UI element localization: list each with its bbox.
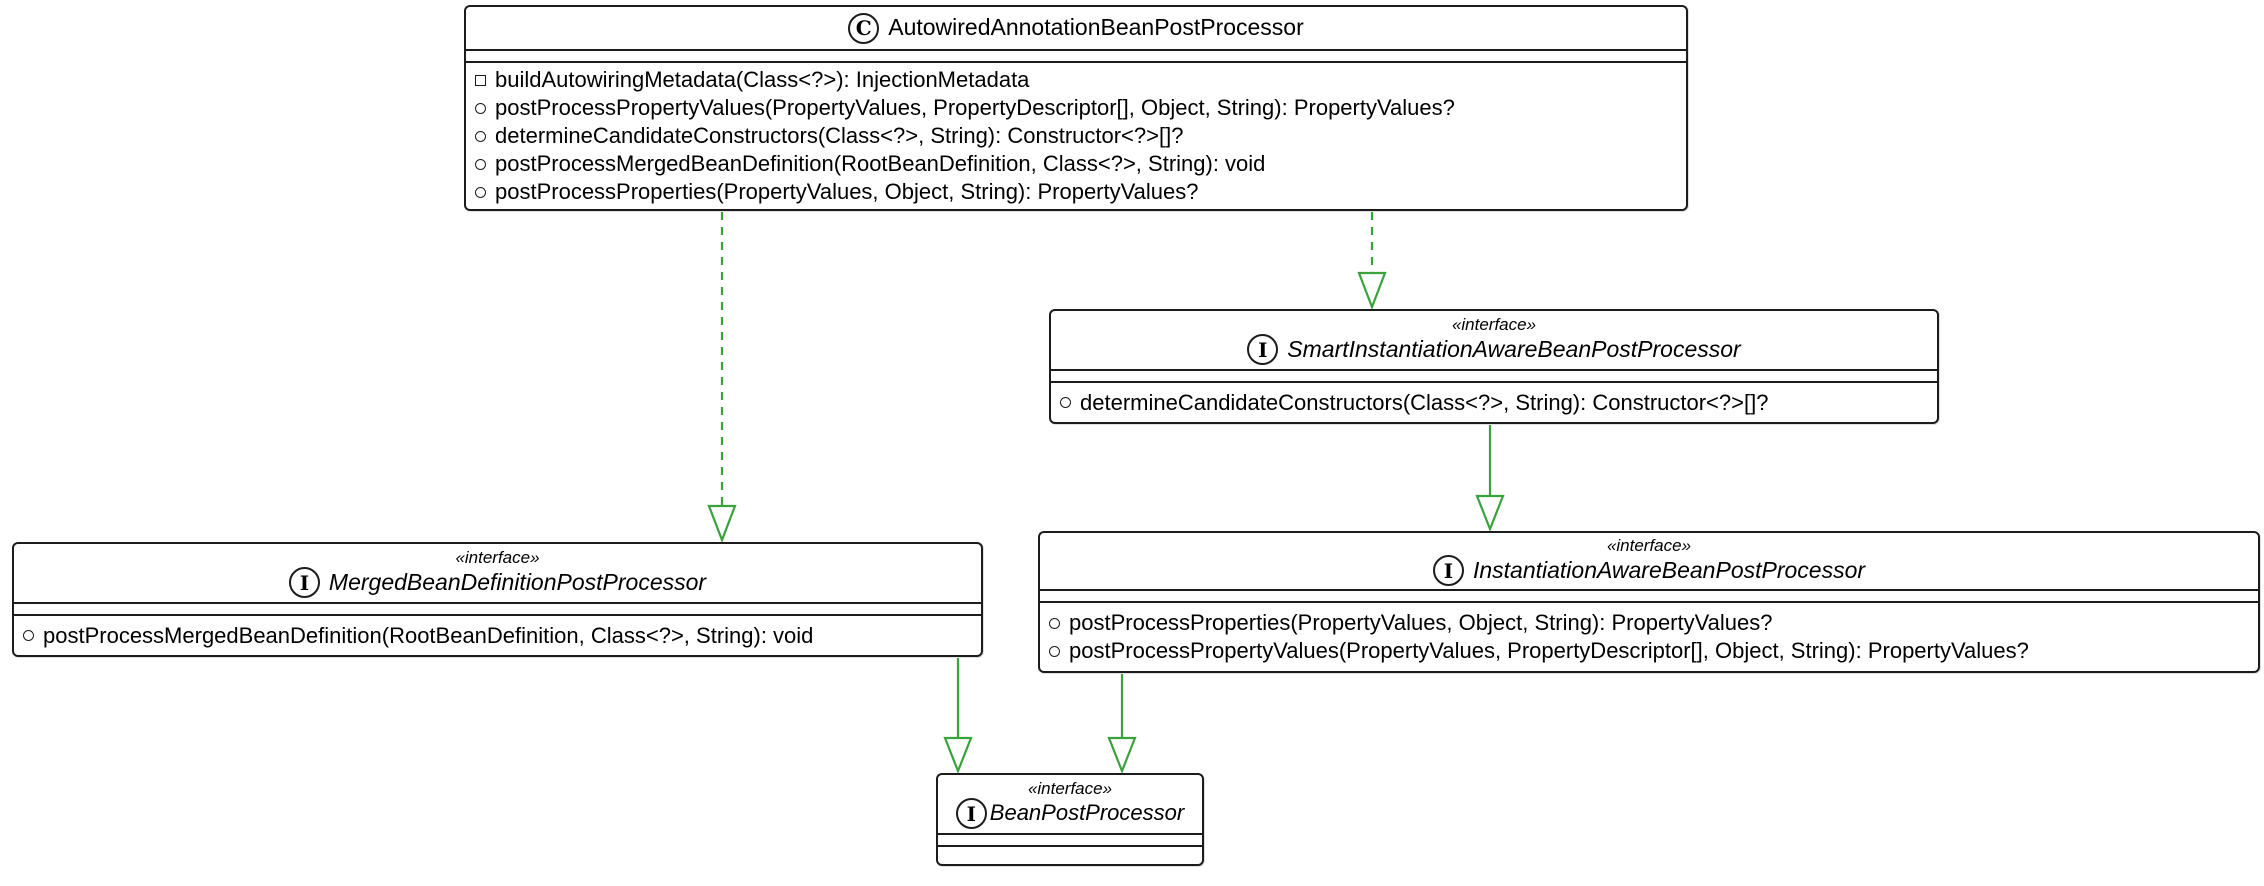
interface-header: «interface» I MergedBeanDefinitionPostPr… — [14, 544, 981, 604]
fields-compartment-empty — [466, 51, 1686, 63]
interface-name: InstantiationAwareBeanPostProcessor — [1472, 556, 1866, 583]
method-signature: postProcessMergedBeanDefinition(RootBean… — [43, 622, 814, 648]
stereotype-label: «interface» — [1606, 535, 1692, 555]
interface-header: «interface» I SmartInstantiationAwareBea… — [1051, 311, 1937, 371]
methods-compartment: buildAutowiringMetadata(Class<?>): Injec… — [466, 63, 1686, 209]
interface-name: SmartInstantiationAwareBeanPostProcessor — [1287, 335, 1741, 362]
public-visibility-icon — [1049, 645, 1060, 657]
public-visibility-icon — [475, 130, 486, 142]
public-visibility-icon — [1049, 617, 1060, 629]
public-visibility-icon — [475, 158, 486, 170]
fields-compartment-empty — [938, 835, 1202, 847]
stereotype-label: «interface» — [1451, 314, 1537, 334]
method-signature: buildAutowiringMetadata(Class<?>): Injec… — [495, 67, 1030, 92]
interface-header: «interface» I BeanPostProcessor — [938, 775, 1202, 835]
interface-name: BeanPostProcessor — [989, 800, 1185, 826]
generalization-edge-merged-to-beanpost — [943, 658, 973, 775]
interface-box-merged-bean-definition-post-processor: «interface» I MergedBeanDefinitionPostPr… — [12, 542, 983, 657]
methods-compartment: postProcessProperties(PropertyValues, Ob… — [1040, 603, 2258, 671]
methods-compartment-empty — [938, 847, 1202, 864]
realization-edge-autowired-to-merged — [707, 212, 737, 544]
method-item: buildAutowiringMetadata(Class<?>): Injec… — [475, 66, 1677, 94]
private-visibility-icon — [475, 74, 486, 86]
method-item: postProcessMergedBeanDefinition(RootBean… — [23, 622, 972, 650]
interface-icon: I — [1432, 555, 1464, 587]
fields-compartment-empty — [1040, 591, 2258, 603]
stereotype-label: «interface» — [1027, 778, 1113, 798]
method-signature: postProcessProperties(PropertyValues, Ob… — [495, 179, 1199, 204]
interface-icon: I — [955, 798, 987, 830]
generalization-edge-smart-to-instantiation — [1475, 425, 1505, 533]
class-box-autowired-annotation-bean-post-processor: C AutowiredAnnotationBeanPostProcessor b… — [464, 5, 1688, 211]
interface-name: MergedBeanDefinitionPostProcessor — [328, 568, 707, 595]
method-item: determineCandidateConstructors(Class<?>,… — [1060, 389, 1928, 417]
method-signature: postProcessPropertyValues(PropertyValues… — [495, 95, 1455, 120]
fields-compartment-empty — [14, 604, 981, 616]
public-visibility-icon — [475, 186, 486, 198]
generalization-edge-instantiation-to-beanpost — [1107, 674, 1137, 775]
method-signature: determineCandidateConstructors(Class<?>,… — [1080, 389, 1769, 415]
class-icon: C — [848, 12, 880, 44]
public-visibility-icon — [1060, 397, 1071, 408]
method-item: postProcessProperties(PropertyValues, Ob… — [1049, 609, 2249, 637]
fields-compartment-empty — [1051, 371, 1937, 383]
methods-compartment: determineCandidateConstructors(Class<?>,… — [1051, 383, 1937, 422]
class-header: C AutowiredAnnotationBeanPostProcessor — [466, 7, 1686, 51]
public-visibility-icon — [475, 102, 486, 114]
method-item: postProcessMergedBeanDefinition(RootBean… — [475, 150, 1677, 178]
public-visibility-icon — [23, 630, 34, 641]
interface-icon: I — [288, 567, 320, 599]
method-signature: postProcessPropertyValues(PropertyValues… — [1069, 638, 2029, 663]
method-item: postProcessPropertyValues(PropertyValues… — [1049, 637, 2249, 665]
interface-box-instantiation-aware-bean-post-processor: «interface» I InstantiationAwareBeanPost… — [1038, 531, 2260, 673]
method-signature: determineCandidateConstructors(Class<?>,… — [495, 123, 1184, 148]
interface-box-smart-instantiation-aware-bean-post-processor: «interface» I SmartInstantiationAwareBea… — [1049, 309, 1939, 424]
interface-icon: I — [1247, 334, 1279, 366]
stereotype-label: «interface» — [455, 547, 540, 567]
method-item: postProcessPropertyValues(PropertyValues… — [475, 94, 1677, 122]
method-signature: postProcessMergedBeanDefinition(RootBean… — [495, 151, 1266, 176]
method-item: determineCandidateConstructors(Class<?>,… — [475, 122, 1677, 150]
interface-header: «interface» I InstantiationAwareBeanPost… — [1040, 533, 2258, 591]
method-item: postProcessProperties(PropertyValues, Ob… — [475, 178, 1677, 206]
realization-edge-autowired-to-smart — [1357, 212, 1387, 311]
class-name: AutowiredAnnotationBeanPostProcessor — [888, 14, 1304, 41]
interface-box-bean-post-processor: «interface» I BeanPostProcessor — [936, 773, 1204, 866]
method-signature: postProcessProperties(PropertyValues, Ob… — [1069, 610, 1773, 635]
methods-compartment: postProcessMergedBeanDefinition(RootBean… — [14, 616, 981, 655]
